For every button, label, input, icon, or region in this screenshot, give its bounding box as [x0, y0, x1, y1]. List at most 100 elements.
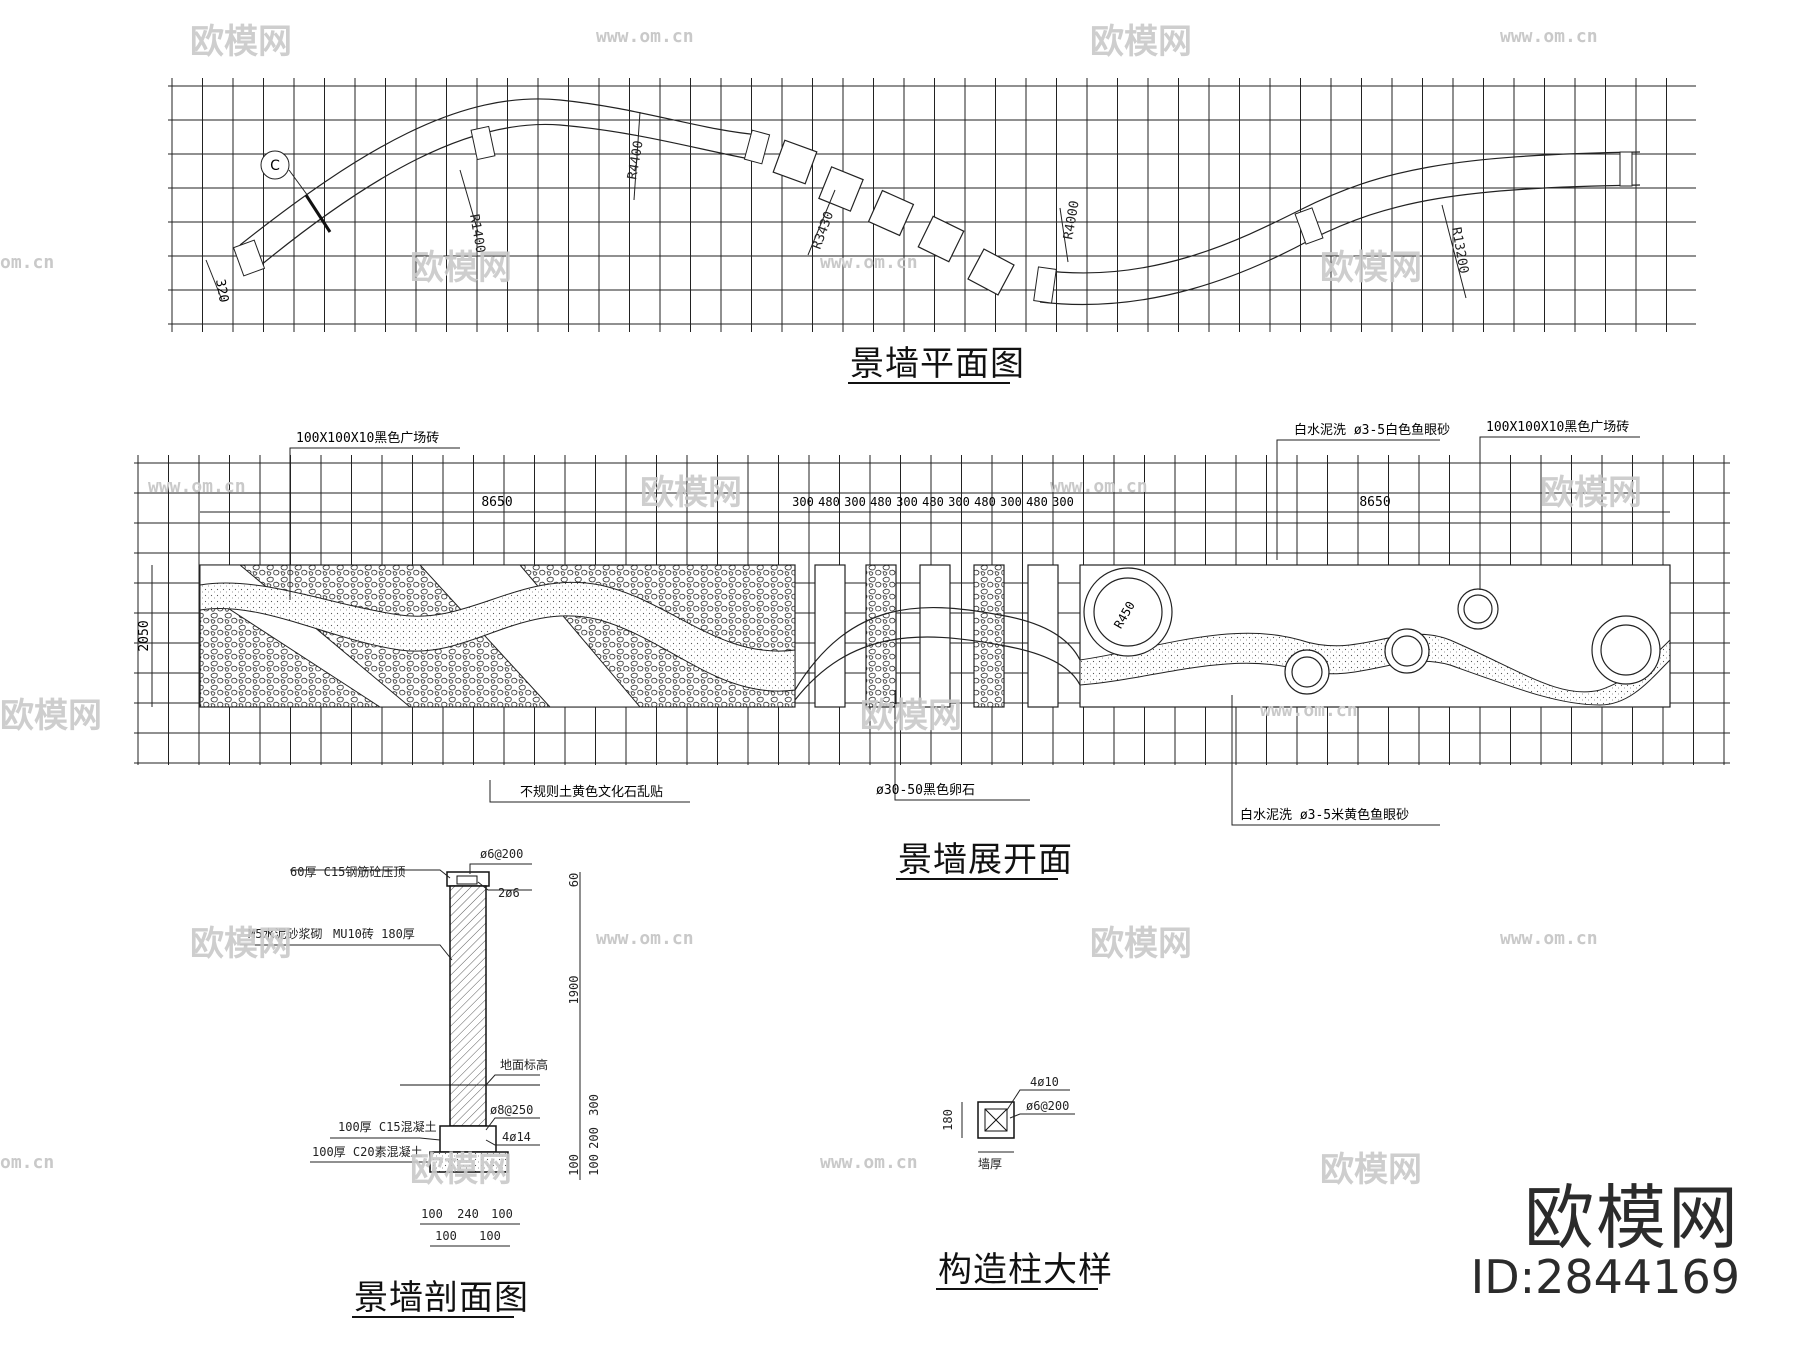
- note-white-sand: 白水泥洗 ø3-5白色鱼眼砂: [1294, 422, 1450, 438]
- segment-dim-label: 300: [792, 495, 814, 509]
- watermark-brand: 欧模网: [1090, 924, 1192, 964]
- section-dim-100b: 100: [587, 1154, 601, 1176]
- plan-section-bubble: [260, 150, 290, 180]
- radius-label: R1400: [466, 213, 488, 254]
- plan-dim-line: [205, 259, 223, 301]
- section-dim-100a: 100: [567, 1154, 581, 1176]
- segment-dim-label: 300: [1052, 495, 1074, 509]
- elevation-left-panel: [199, 564, 796, 708]
- column-stirrup-box: [984, 1108, 1008, 1132]
- watermark-url: www.om.cn: [596, 928, 694, 949]
- watermark-url: om.cn: [0, 252, 55, 273]
- elevation-leaders: [289, 436, 1640, 826]
- plan-grid: [168, 78, 1696, 332]
- watermark-brand: 欧模网: [640, 473, 742, 513]
- note-pebble: ø30-50黑色卵石: [876, 782, 975, 798]
- plan-wall-lower-curve: [254, 123, 756, 271]
- section-title: 景墙剖面图: [354, 1278, 529, 1318]
- column-title-underline: [936, 1288, 1098, 1290]
- elevation-rings: [1083, 567, 1661, 695]
- section-note-rebar-top: ø6@200: [480, 847, 523, 861]
- column-leaders: [961, 1089, 1075, 1153]
- plan-section-mark: C: [270, 158, 280, 174]
- plan-title-underline: [848, 382, 1010, 384]
- note-yellow-stone: 不规则土黄色文化石乱贴: [520, 784, 663, 800]
- segment-dim-label: 480: [818, 495, 840, 509]
- watermark-url: www.om.cn: [820, 1152, 918, 1173]
- section-dim-300: 300: [587, 1094, 601, 1116]
- elevation-title: 景墙展开面: [898, 840, 1073, 880]
- section-leaders: [240, 863, 581, 1180]
- plan-end-cap-left: [232, 239, 266, 277]
- watermark-brand: 欧模网: [190, 22, 292, 62]
- section-bottom-dims: [420, 1223, 520, 1247]
- watermark-brand: 欧模网: [1090, 22, 1192, 62]
- brand-logo-text: 欧模网: [1524, 1177, 1740, 1259]
- section-note-mortar: M5水泥砂浆砌: [248, 926, 322, 941]
- watermark-url: www.om.cn: [148, 476, 246, 497]
- column-note-bars: 4ø10: [1030, 1075, 1059, 1089]
- plan-dim-320: 320: [212, 278, 231, 304]
- section-note-concrete: 100厚 C15混凝土: [338, 1119, 437, 1134]
- column-title: 构造柱大样: [938, 1250, 1113, 1290]
- watermark-url: www.om.cn: [1500, 928, 1598, 949]
- watermark-brand: 欧模网: [1540, 473, 1642, 513]
- segment-dim-label: 300: [1000, 495, 1022, 509]
- watermark-url: www.om.cn: [1050, 476, 1148, 497]
- watermark-brand: 欧模网: [410, 1150, 512, 1190]
- plan-view: C R1400 R4400 R3430 R4000 R13200 320: [168, 78, 1696, 332]
- section-note-bars: 4ø14: [502, 1130, 531, 1144]
- elevation-title-underline: [896, 878, 1058, 880]
- column-note-size: 180: [941, 1109, 955, 1131]
- plan-column-1: [470, 125, 496, 161]
- watermark-brand: 欧模网: [0, 696, 102, 736]
- section-dim-200: 200: [587, 1127, 601, 1149]
- section-note-stirrup: ø8@250: [490, 1103, 533, 1117]
- plan-section-leader: [288, 169, 309, 197]
- watermark-brand: 欧模网: [1320, 248, 1422, 288]
- plan-wall-right-upper: [1039, 151, 1641, 274]
- section-brick-wall: [449, 885, 487, 1127]
- elevation-right-panel: R450: [1079, 564, 1671, 708]
- column-note-stirrup: ø6@200: [1026, 1099, 1069, 1113]
- section-dim-h100c: 100: [435, 1229, 457, 1243]
- plan-wall-upper-curve: [239, 98, 761, 246]
- watermark-brand: 欧模网: [860, 696, 962, 736]
- elevation-dim-left: 8650: [481, 495, 512, 510]
- note-black-tile-left: 100X100X10黑色广场砖: [296, 430, 439, 446]
- elevation-dim-right: 8650: [1359, 495, 1390, 510]
- section-note-ground: 地面标高: [500, 1057, 548, 1072]
- segment-dim-label: 300: [896, 495, 918, 509]
- section-note-base: 100厚 C20素混凝土: [312, 1144, 423, 1159]
- plan-column-2: [743, 129, 771, 165]
- column-note-wall: 墙厚: [978, 1157, 1002, 1171]
- section-dim-h100b: 100: [491, 1207, 513, 1221]
- plan-title: 景墙平面图: [850, 344, 1025, 384]
- plan-column-3: [1294, 207, 1324, 245]
- section-title-underline: [352, 1316, 514, 1318]
- radius-label: R3430: [810, 209, 837, 251]
- plan-column-4: [1033, 266, 1057, 304]
- column-detail: 4ø10 ø6@200 180 墙厚: [941, 1075, 1075, 1171]
- watermark-url: om.cn: [0, 1152, 55, 1173]
- note-yellow-sand: 白水泥洗 ø3-5米黄色鱼眼砂: [1240, 807, 1409, 823]
- section-note-cap: 60厚 C15钢筋砼压顶: [290, 864, 405, 879]
- section-note-brick: MU10砖 180厚: [333, 926, 415, 941]
- radius-label: R4400: [625, 140, 647, 181]
- elevation-dim-height: 2050: [137, 620, 152, 651]
- column-cross-2: [984, 1108, 1008, 1132]
- section-view: 60厚 C15钢筋砼压顶 ø6@200 2ø6 M5水泥砂浆砌 MU10砖 18…: [240, 847, 601, 1247]
- plan-section-cut: [304, 194, 332, 233]
- section-dim-h240: 240: [457, 1207, 479, 1221]
- radius-label: R13200: [1448, 226, 1471, 275]
- section-dim-60: 60: [567, 873, 581, 887]
- elevation-dimensions: [151, 511, 1670, 707]
- plan-radius-leaders: [459, 111, 1467, 299]
- segment-dim-label: 300: [844, 495, 866, 509]
- segment-dim-label: 300: [948, 495, 970, 509]
- segment-dim-label: 480: [1026, 495, 1048, 509]
- watermark-brand: 欧模网: [190, 924, 292, 964]
